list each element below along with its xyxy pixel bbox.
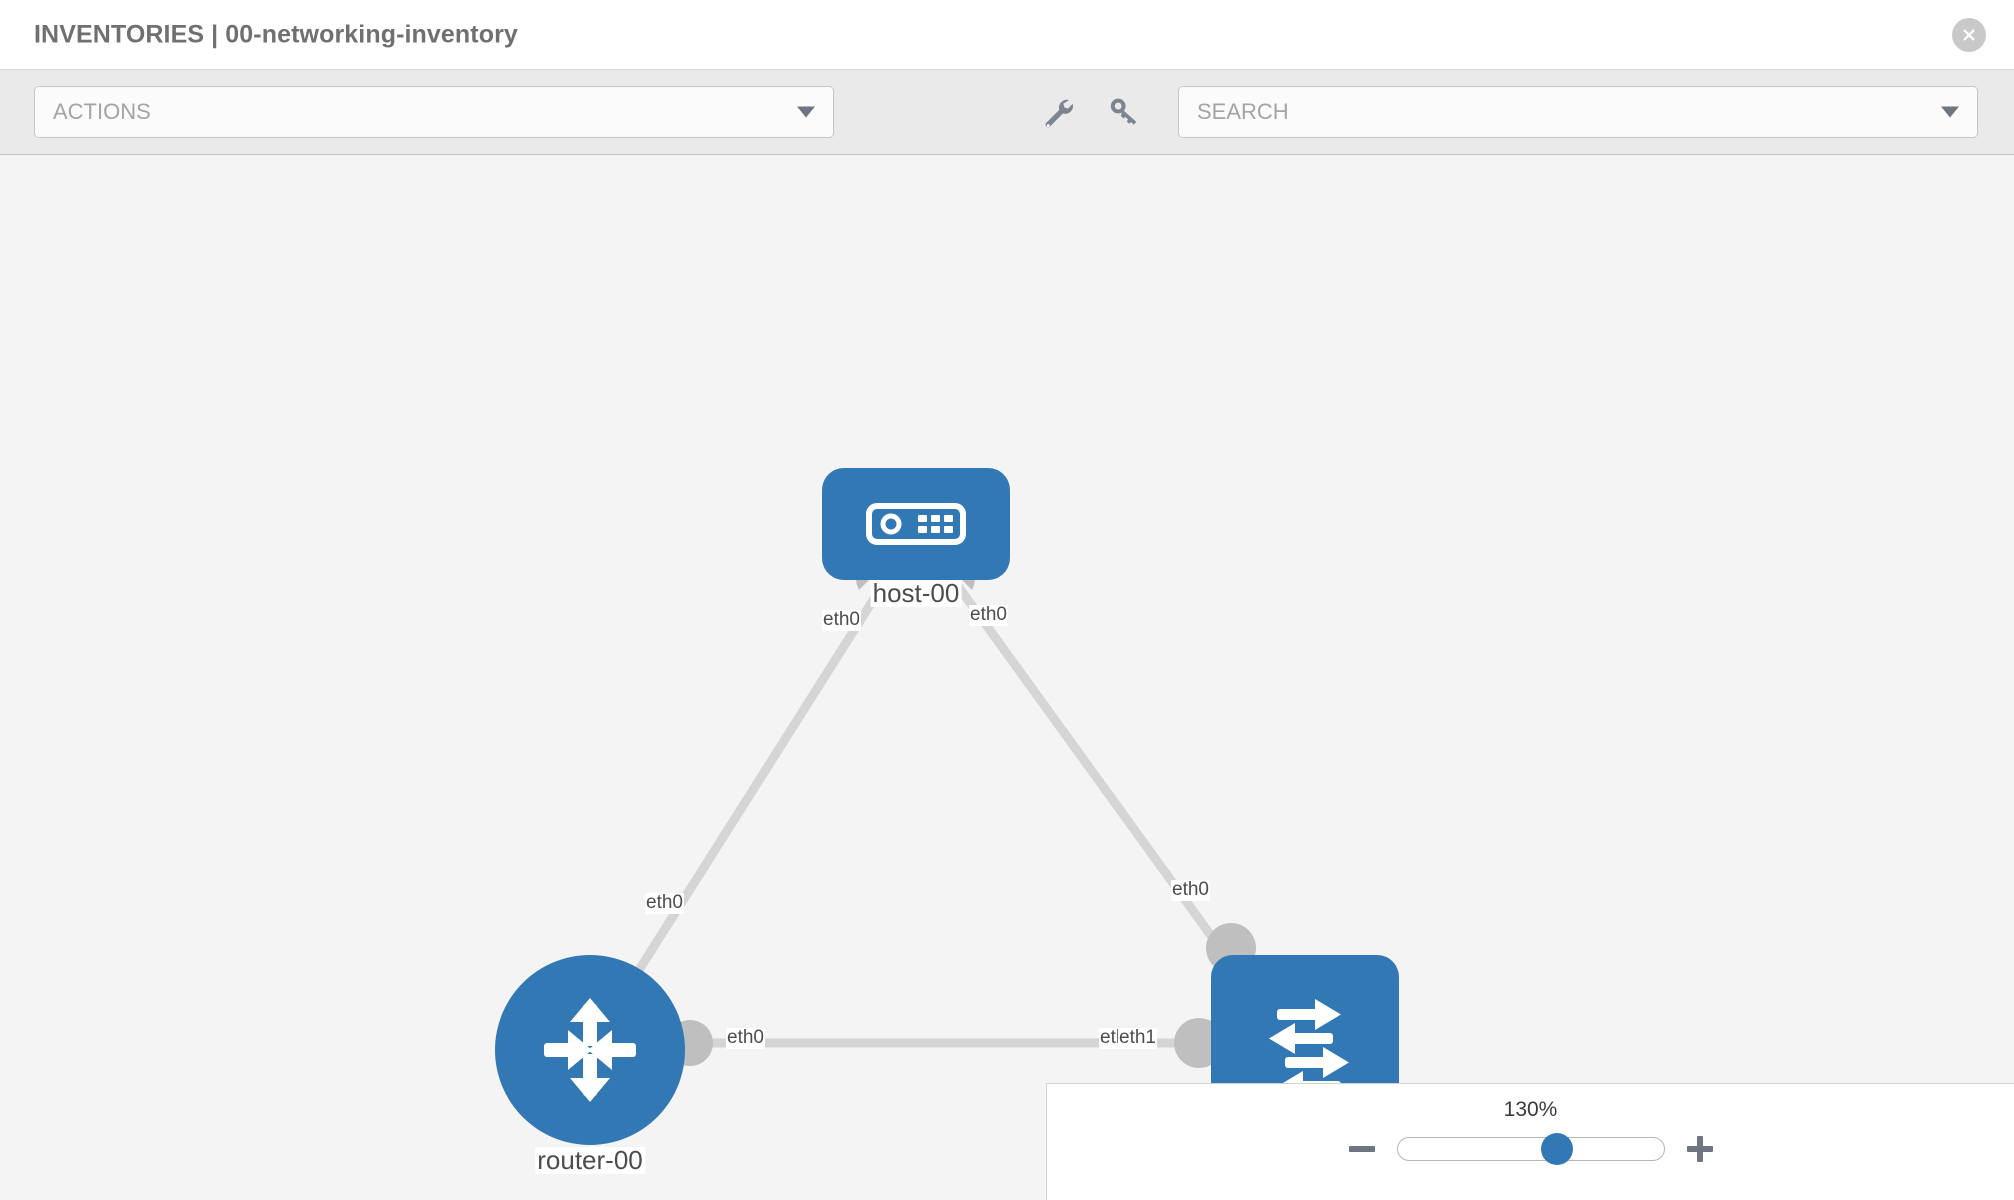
actions-dropdown[interactable]: ACTIONS xyxy=(34,86,834,138)
node-host-00-label: host-00 xyxy=(870,578,962,608)
close-icon xyxy=(1963,28,1975,41)
toolbar-tool-icons xyxy=(1040,95,1140,129)
search-dropdown[interactable]: SEARCH xyxy=(1178,86,1978,138)
zoom-control-panel: 130% xyxy=(1046,1083,2014,1200)
page-header: INVENTORIES | 00-networking-inventory xyxy=(0,0,2014,70)
edge-label-switch-left-b: eth1 xyxy=(1118,1027,1157,1049)
edge-label-router-right: eth0 xyxy=(726,1027,765,1049)
topology-ports xyxy=(667,557,1256,1068)
search-input[interactable]: SEARCH xyxy=(1197,99,1289,124)
wrench-icon[interactable] xyxy=(1040,95,1074,129)
node-router-00[interactable]: router-00 xyxy=(495,955,685,1175)
server-appliance-icon xyxy=(866,503,966,545)
zoom-in-button[interactable] xyxy=(1686,1136,1713,1162)
close-button[interactable] xyxy=(1952,17,1986,52)
edge-label-host-right: eth0 xyxy=(969,604,1008,626)
node-host-00-shape[interactable] xyxy=(822,468,1010,580)
zoom-slider-row xyxy=(1047,1133,2014,1165)
node-host-00[interactable]: host-00 xyxy=(822,468,1010,608)
chevron-down-icon xyxy=(797,106,815,118)
zoom-out-button[interactable] xyxy=(1348,1136,1375,1162)
edge-label-host-left: eth0 xyxy=(822,609,861,631)
link-host-router[interactable] xyxy=(616,572,893,1003)
router-arrows-icon xyxy=(544,998,636,1102)
node-router-00-shape[interactable] xyxy=(495,955,685,1145)
page-title: INVENTORIES | 00-networking-inventory xyxy=(34,20,518,48)
topology-canvas[interactable]: host-00 rout xyxy=(0,155,2014,1200)
actions-dropdown-label: ACTIONS xyxy=(53,99,151,124)
edge-label-router-up: eth0 xyxy=(645,892,684,914)
key-icon[interactable] xyxy=(1106,95,1140,129)
chevron-down-icon xyxy=(1941,106,1959,118)
edge-label-switch-up: eth0 xyxy=(1171,879,1210,901)
zoom-slider-thumb[interactable] xyxy=(1541,1133,1574,1165)
node-router-00-label: router-00 xyxy=(535,1145,645,1175)
zoom-percentage: 130% xyxy=(1503,1098,1558,1121)
topology-links xyxy=(616,572,1229,1048)
topology-graph xyxy=(616,557,1256,1068)
zoom-slider-track[interactable] xyxy=(1396,1133,1665,1165)
toolbar: ACTIONS SEARCH xyxy=(0,70,2014,155)
